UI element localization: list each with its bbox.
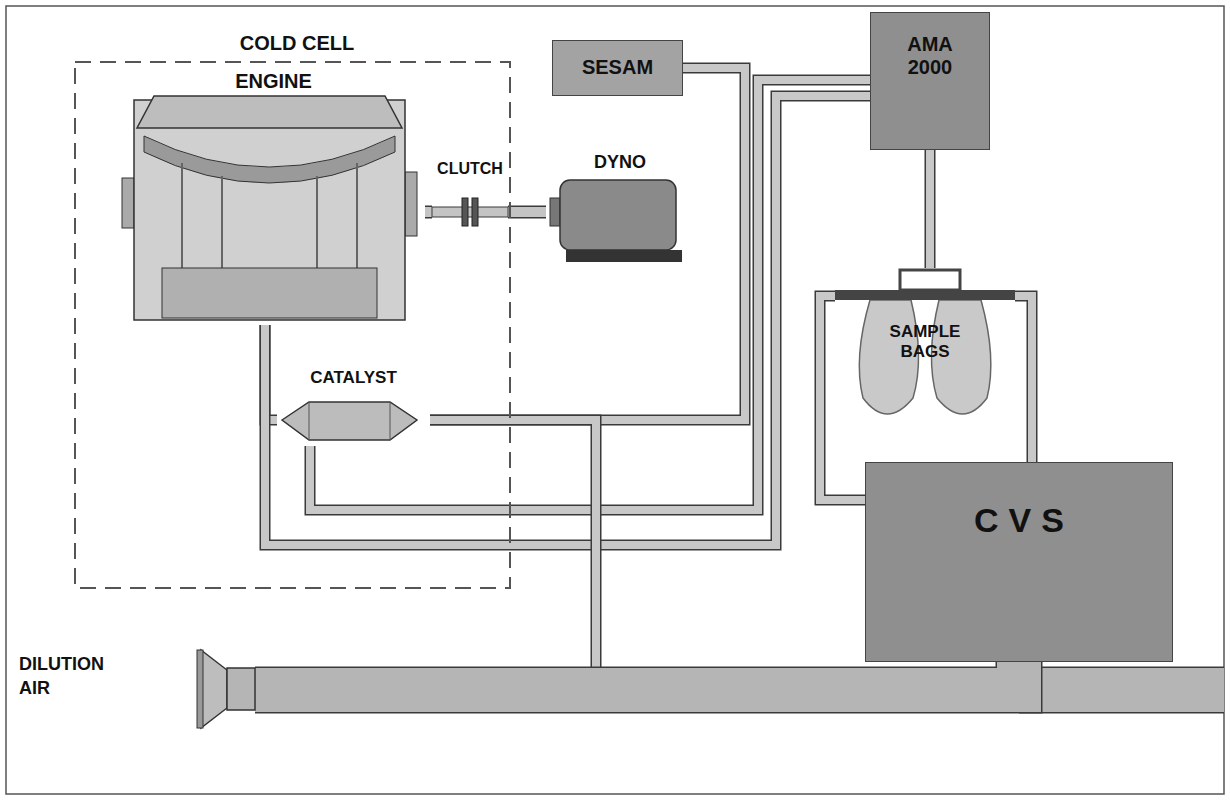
bag-line (820, 296, 865, 500)
rect-shape (835, 290, 1015, 300)
path-shape (430, 68, 745, 420)
dilution-tunnel (255, 662, 1019, 690)
dilution-tunnel (1019, 668, 1224, 712)
path-shape (820, 296, 865, 500)
rect-shape (162, 268, 377, 318)
path-shape (425, 207, 432, 217)
node-label: DILUTION AIR (19, 652, 131, 701)
path-shape (309, 402, 390, 440)
node-label: CATALYST (277, 368, 430, 388)
rect-shape (134, 100, 405, 320)
path-shape (255, 662, 1019, 690)
node-label: CLUTCH (436, 160, 504, 178)
path-shape (255, 662, 1019, 690)
rect-shape (122, 178, 134, 228)
node-label: AMA 2000 (895, 33, 965, 79)
node-label: SESAM (553, 56, 682, 79)
clutch: CLUTCH (432, 160, 508, 240)
outer-frame (6, 6, 1224, 794)
path-shape (508, 206, 546, 219)
polygon-shape (137, 96, 402, 128)
bag-return-pipe-outline (1015, 296, 1032, 462)
node-label: ENGINE (122, 70, 425, 93)
engine-block-drawing (122, 68, 417, 325)
rect-shape (197, 650, 203, 728)
rect-shape (550, 198, 560, 226)
dilution-air-inlet: DILUTION AIR (15, 640, 255, 738)
node-label: CVS (866, 501, 1172, 540)
sample-line (430, 68, 745, 420)
node-label: SAMPLE BAGS (870, 322, 980, 363)
dilution-tunnel-outline (1019, 667, 1224, 714)
rect-shape (227, 668, 255, 710)
sample-bags: SAMPLE BAGS (835, 268, 1015, 425)
rect-shape (462, 198, 468, 226)
engine-block: ENGINE (122, 68, 425, 325)
path-shape (926, 150, 934, 268)
path-shape (182, 163, 357, 268)
rect-shape (472, 198, 478, 226)
path-shape (430, 68, 745, 420)
node-label: DYNO (546, 152, 694, 173)
node-label: COLD CELL (74, 32, 520, 55)
catalyst: CATALYST (277, 368, 430, 446)
rect-shape (75, 62, 510, 588)
rect-shape (560, 180, 676, 250)
rect-shape (566, 250, 682, 262)
path-shape (425, 206, 432, 219)
polygon-shape (282, 402, 417, 440)
sesam-analyzer: SESAM (552, 40, 683, 96)
dynamometer: DYNO (546, 150, 694, 265)
rect-shape (900, 270, 960, 290)
sample-line (930, 150, 931, 268)
rect-shape (432, 207, 508, 217)
path-shape (508, 207, 546, 217)
path-shape (820, 296, 865, 500)
drive-shaft (508, 212, 546, 213)
cold-cell-region: COLD CELL ENGINE CLUTCH CATALYST (74, 28, 520, 590)
rect-shape (405, 172, 417, 236)
polygon-shape (201, 650, 227, 728)
ama-analyzer: AMA 2000 (870, 12, 990, 150)
bag-return-pipe (1015, 296, 1032, 462)
path-shape (925, 150, 936, 268)
drive-shaft (425, 212, 432, 213)
cvs-unit: CVS (865, 462, 1173, 662)
